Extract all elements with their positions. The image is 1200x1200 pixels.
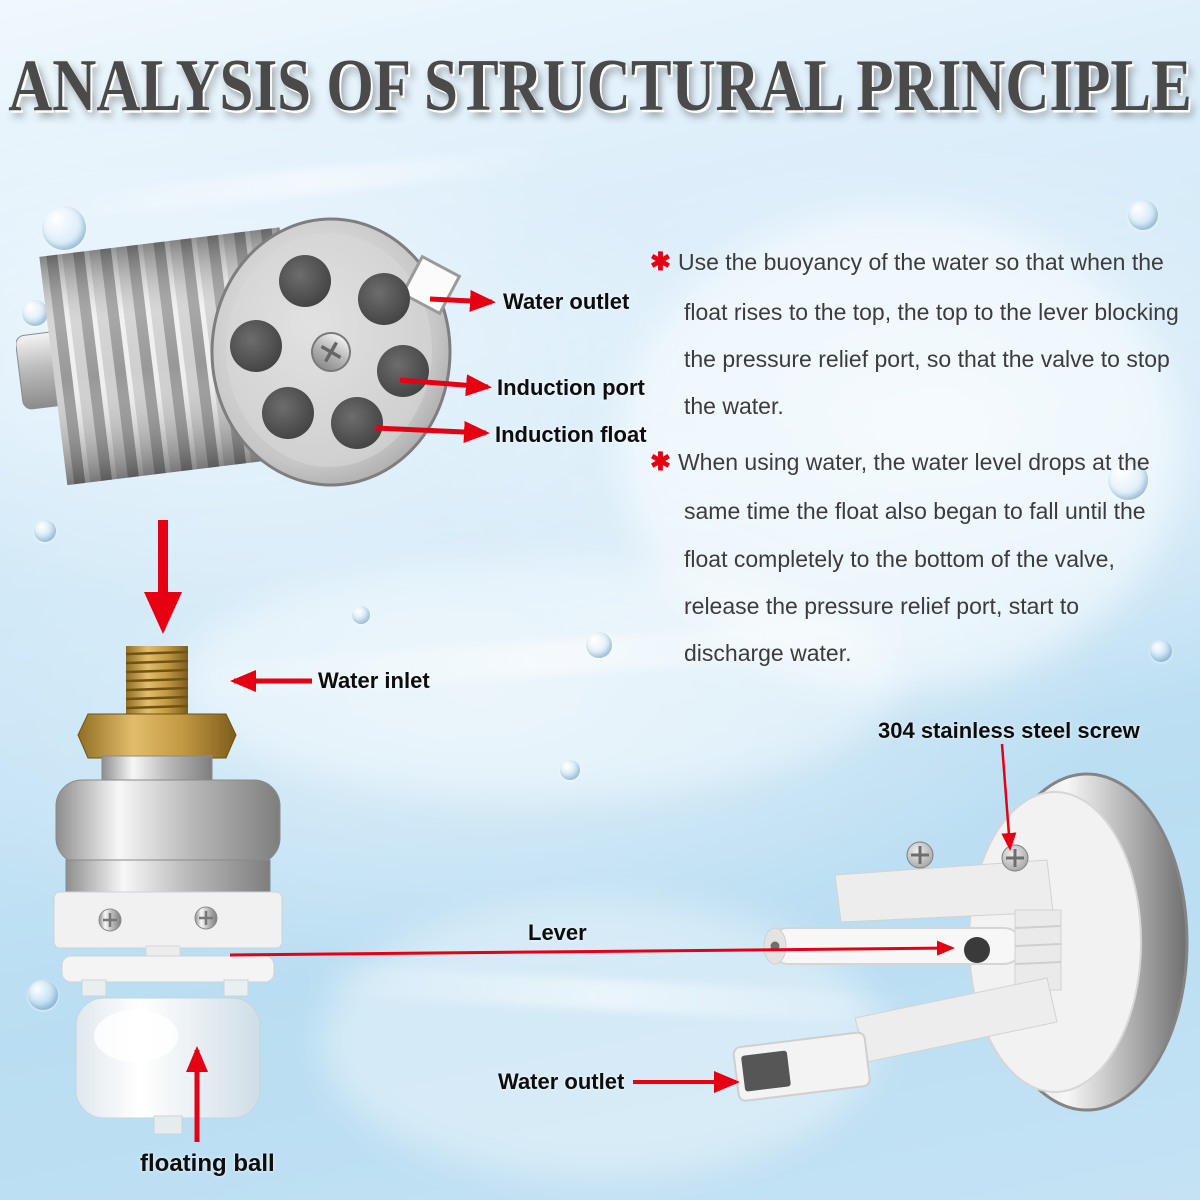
label-stainless-screw: 304 stainless steel screw (878, 718, 1140, 743)
label-lever: Lever (528, 920, 587, 945)
water-bubble (560, 760, 580, 780)
product-photo-induction-valve (16, 217, 462, 487)
principle-item: ✱When using water, the water level drops… (650, 437, 1182, 678)
water-bubble (1128, 200, 1158, 230)
label-floating-ball: floating ball (140, 1150, 275, 1177)
label-induction-float: Induction float (495, 422, 647, 447)
page-title: ANALYSIS OF STRUCTURAL PRINCIPLE (8, 45, 1192, 127)
asterisk-bullet-icon: ✱ (650, 447, 671, 476)
label-water-inlet: Water inlet (318, 668, 430, 693)
center-screw-icon (311, 332, 351, 372)
principle-item: ✱Use the buoyancy of the water so that w… (650, 237, 1182, 431)
bracket-screw-icon (98, 906, 218, 932)
principle-text: Use the buoyancy of the water so that wh… (677, 249, 1179, 420)
product-photo-float-valve (53, 646, 283, 1135)
label-induction-port: Induction port (497, 375, 645, 400)
water-bubble (352, 606, 370, 624)
asterisk-bullet-icon: ✱ (650, 248, 671, 276)
water-bubble (34, 520, 56, 542)
principles-list: ✱Use the buoyancy of the water so that w… (650, 237, 1182, 684)
product-photo-lever-assembly (732, 772, 1189, 1112)
water-bubble (586, 632, 612, 658)
label-water-outlet-top: Water outlet (503, 289, 630, 314)
label-water-outlet-bottom: Water outlet (498, 1069, 625, 1094)
principle-text: When using water, the water level drops … (677, 448, 1150, 667)
stainless-screw-icon (906, 841, 1029, 872)
